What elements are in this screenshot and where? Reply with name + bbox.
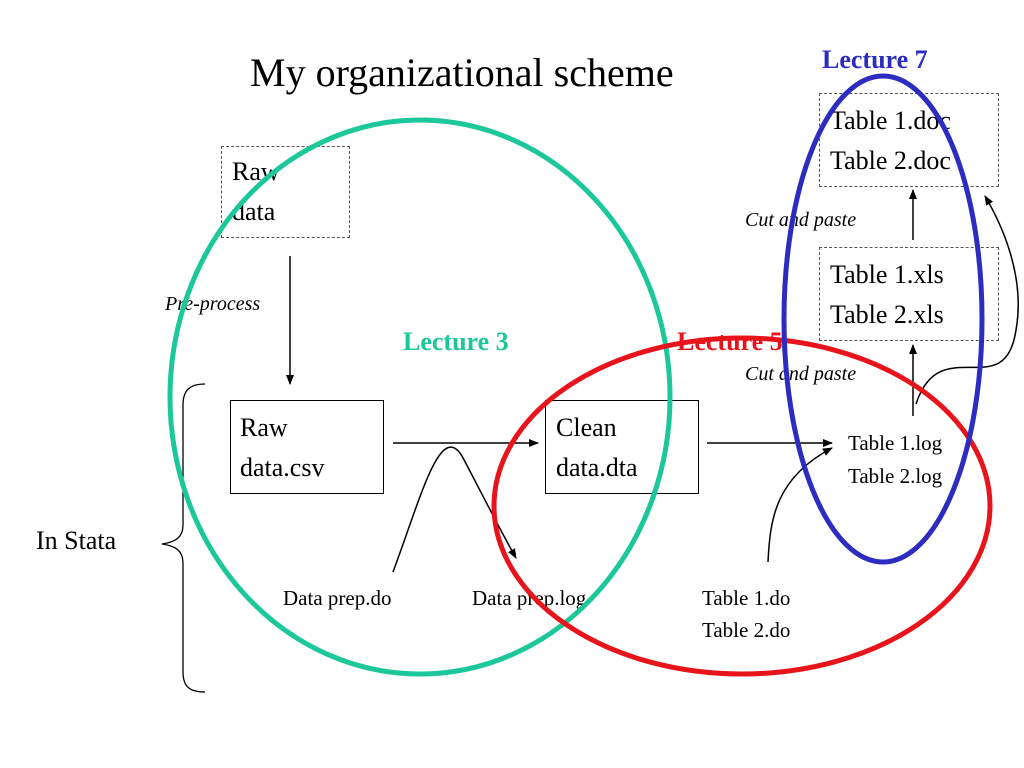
lecture-5-ellipse	[491, 335, 993, 677]
table-do-label-2: Table 2.do	[702, 618, 791, 642]
xls-label-2: Table 2.xls	[830, 300, 944, 329]
table-do-label-1: Table 1.do	[702, 586, 791, 610]
in-stata-label: In Stata	[36, 526, 117, 555]
log-label-2: Table 2.log	[848, 464, 943, 488]
table-do-curve-arrow	[767, 447, 833, 563]
doc-label-1: Table 1.doc	[830, 106, 951, 135]
raw-csv-label-2: data.csv	[240, 453, 325, 482]
cut-paste-label-1: Cut and paste	[745, 209, 857, 231]
raw-csv-label-1: Raw	[240, 413, 288, 442]
in-stata-brace	[161, 383, 206, 693]
prep-do-label: Data prep.do	[283, 586, 392, 610]
raw-data-box	[221, 146, 350, 238]
doc-label-2: Table 2.doc	[830, 146, 951, 175]
page-title: My organizational scheme	[250, 50, 674, 95]
clean-dta-label-1: Clean	[556, 413, 617, 442]
doc-box	[819, 93, 999, 187]
xls-label-1: Table 1.xls	[830, 260, 944, 289]
log-to-doc-curve-arrow	[915, 195, 1019, 405]
lecture-7-label: Lecture 7	[822, 45, 928, 74]
lecture-3-ellipse	[167, 117, 673, 677]
clean-dta-box	[545, 400, 699, 494]
clean-dta-label-2: data.dta	[556, 453, 638, 482]
lecture-7-ellipse	[781, 73, 985, 565]
cut-paste-label-2: Cut and paste	[745, 363, 857, 385]
lecture-3-label: Lecture 3	[403, 327, 509, 356]
raw-data-label-2: data	[232, 197, 276, 226]
log-label-1: Table 1.log	[848, 431, 943, 455]
xls-box	[819, 247, 999, 341]
prep-do-curve-arrow	[392, 446, 517, 573]
raw-csv-box	[230, 400, 384, 494]
